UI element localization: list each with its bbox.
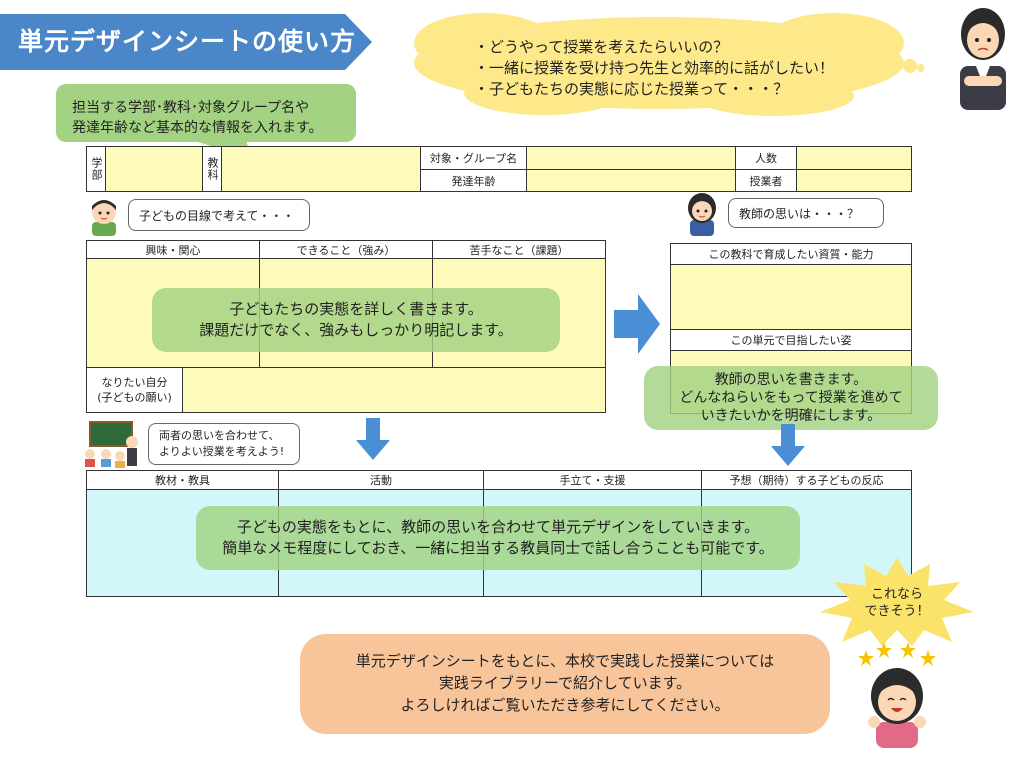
col-materials: 教材・教具 bbox=[86, 470, 279, 490]
bottom-line: 単元デザインシートをもとに、本校で実践した授業については bbox=[355, 652, 775, 670]
down-arrow-icon bbox=[771, 424, 805, 466]
gakubu-field[interactable] bbox=[105, 146, 203, 192]
jugyousha-field[interactable] bbox=[796, 169, 912, 192]
kyouka-field[interactable] bbox=[221, 146, 421, 192]
down-arrow-icon bbox=[356, 418, 390, 460]
thought-line: ・一緒に授業を受け持つ先生と効率的に話がしたい！ bbox=[474, 59, 835, 77]
age-field[interactable] bbox=[526, 169, 736, 192]
teacher-note: 教師の思いを書きます。 どんなねらいをもって授業を進めて いきたいかを明確にしま… bbox=[644, 366, 938, 430]
row1-field[interactable] bbox=[670, 264, 912, 330]
thought-line: ・子どもたちの実態に応じた授業って・・・？ bbox=[474, 80, 789, 98]
both-bubble: 両者の思いを合わせて、 よりよい授業を考えよう! bbox=[148, 423, 300, 465]
col-activity: 活動 bbox=[278, 470, 484, 490]
col-weakness: 苦手なこと（課題） bbox=[432, 240, 606, 259]
jugyousha-label: 授業者 bbox=[735, 169, 797, 192]
worried-teacher-icon bbox=[960, 8, 1006, 110]
ninzu-label: 人数 bbox=[735, 146, 797, 170]
gakubu-label: 学部 bbox=[86, 146, 106, 192]
row2-label: この単元で目指したい姿 bbox=[670, 329, 912, 351]
col-strength: できること（強み） bbox=[259, 240, 433, 259]
intro-line: 発達年齢など基本的な情報を入れます。 bbox=[72, 120, 323, 136]
child-note: 子どもたちの実態を詳しく書きます。 課題だけでなく、強みもしっかり明記します。 bbox=[152, 288, 560, 352]
classroom-icon bbox=[85, 421, 138, 468]
wish-field[interactable] bbox=[182, 367, 606, 413]
plan-note: 子どもの実態をもとに、教師の思いを合わせて単元デザインをしていきます。 簡単なメ… bbox=[196, 506, 800, 570]
wish-label: なりたい自分 (子どもの願い) bbox=[86, 367, 183, 413]
group-field[interactable] bbox=[526, 146, 736, 170]
col-interest: 興味・関心 bbox=[86, 240, 260, 259]
title-banner bbox=[0, 14, 372, 70]
boy-icon bbox=[92, 200, 116, 236]
col-reaction: 予想（期待）する子どもの反応 bbox=[701, 470, 912, 490]
col-support: 手立て・支援 bbox=[483, 470, 702, 490]
age-label: 発達年齢 bbox=[420, 169, 527, 192]
child-bubble: 子どもの目線で考えて・・・ bbox=[128, 199, 310, 231]
bottom-line: よろしければご覧いただき参考にしてください。 bbox=[400, 696, 730, 714]
thought-cloud bbox=[414, 13, 924, 116]
row1-label: この教科で育成したい資質・能力 bbox=[670, 243, 912, 265]
bottom-line: 実践ライブラリーで紹介しています。 bbox=[438, 674, 692, 692]
star-text: これなら できそう！ bbox=[864, 587, 930, 619]
happy-girl-icon bbox=[858, 642, 936, 748]
teacher-bubble: 教師の思いは・・・？ bbox=[728, 198, 884, 228]
right-arrow-icon bbox=[614, 294, 660, 354]
star-burst bbox=[820, 558, 974, 646]
intro-line: 担当する学部･教科･対象グループ名や bbox=[72, 100, 310, 116]
thought-line: ・どうやって授業を考えたらいいの？ bbox=[474, 38, 729, 56]
page-title: 単元デザインシートの使い方 bbox=[18, 27, 357, 56]
kyouka-label: 教科 bbox=[202, 146, 222, 192]
teacher-icon bbox=[688, 193, 716, 236]
group-label: 対象・グループ名 bbox=[420, 146, 527, 170]
ninzu-field[interactable] bbox=[796, 146, 912, 170]
bottom-callout bbox=[300, 634, 830, 734]
